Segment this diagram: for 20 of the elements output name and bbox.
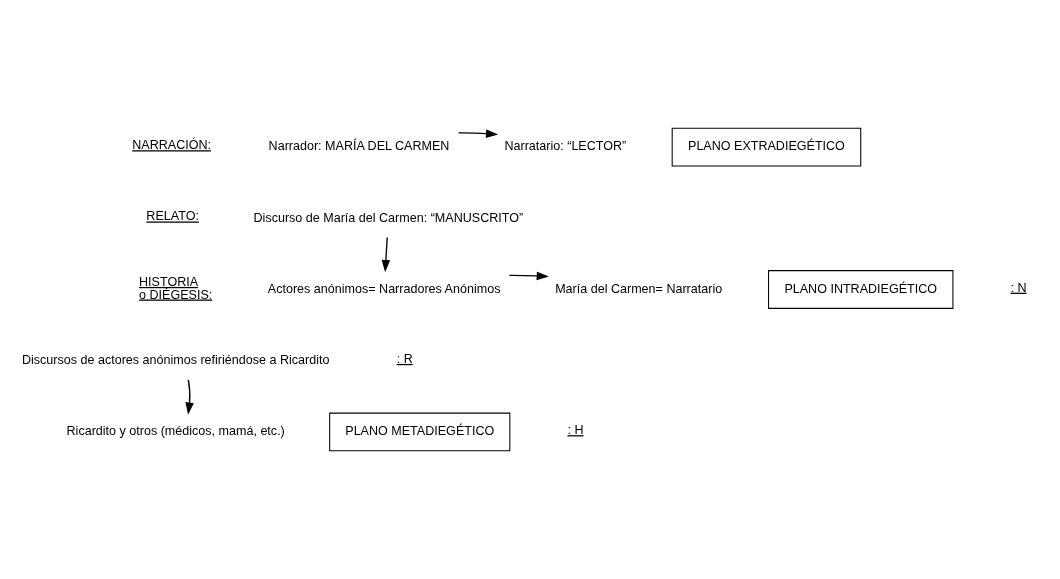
label: HISTORIA o DIÉGESIS: — [139, 274, 213, 302]
node-text: Actores anónimos= Narradores Anónimos — [267, 281, 501, 296]
node-text: Narrador: MARÍA DEL CARMEN — [268, 139, 450, 154]
arrow — [457, 129, 499, 138]
node-box: PLANO EXTRADIEGÉTICO — [671, 127, 862, 167]
arrow — [185, 379, 194, 415]
node-box: PLANO METADIEGÉTICO — [329, 412, 511, 452]
label: : N — [1010, 280, 1027, 295]
arrow — [508, 271, 549, 281]
node-text: Ricardito y otros (médicos, mamá, etc.) — [66, 424, 285, 439]
node-text: Discursos de actores anónimos refiriéndose a Ricardito — [21, 352, 330, 367]
node-text: María del Carmen= Narratario — [555, 281, 723, 296]
label: : R — [396, 351, 413, 366]
label: RELATO: — [146, 209, 199, 224]
label: : H — [567, 423, 584, 438]
node-text: Narratario: “LECTOR” — [504, 139, 627, 154]
arrow — [381, 236, 391, 273]
node-text: Discurso de María del Carmen: “MANUSCRITO” — [253, 210, 524, 225]
label: NARRACIÓN: — [132, 138, 212, 153]
node-box: PLANO INTRADIEGÉTICO — [768, 270, 954, 309]
